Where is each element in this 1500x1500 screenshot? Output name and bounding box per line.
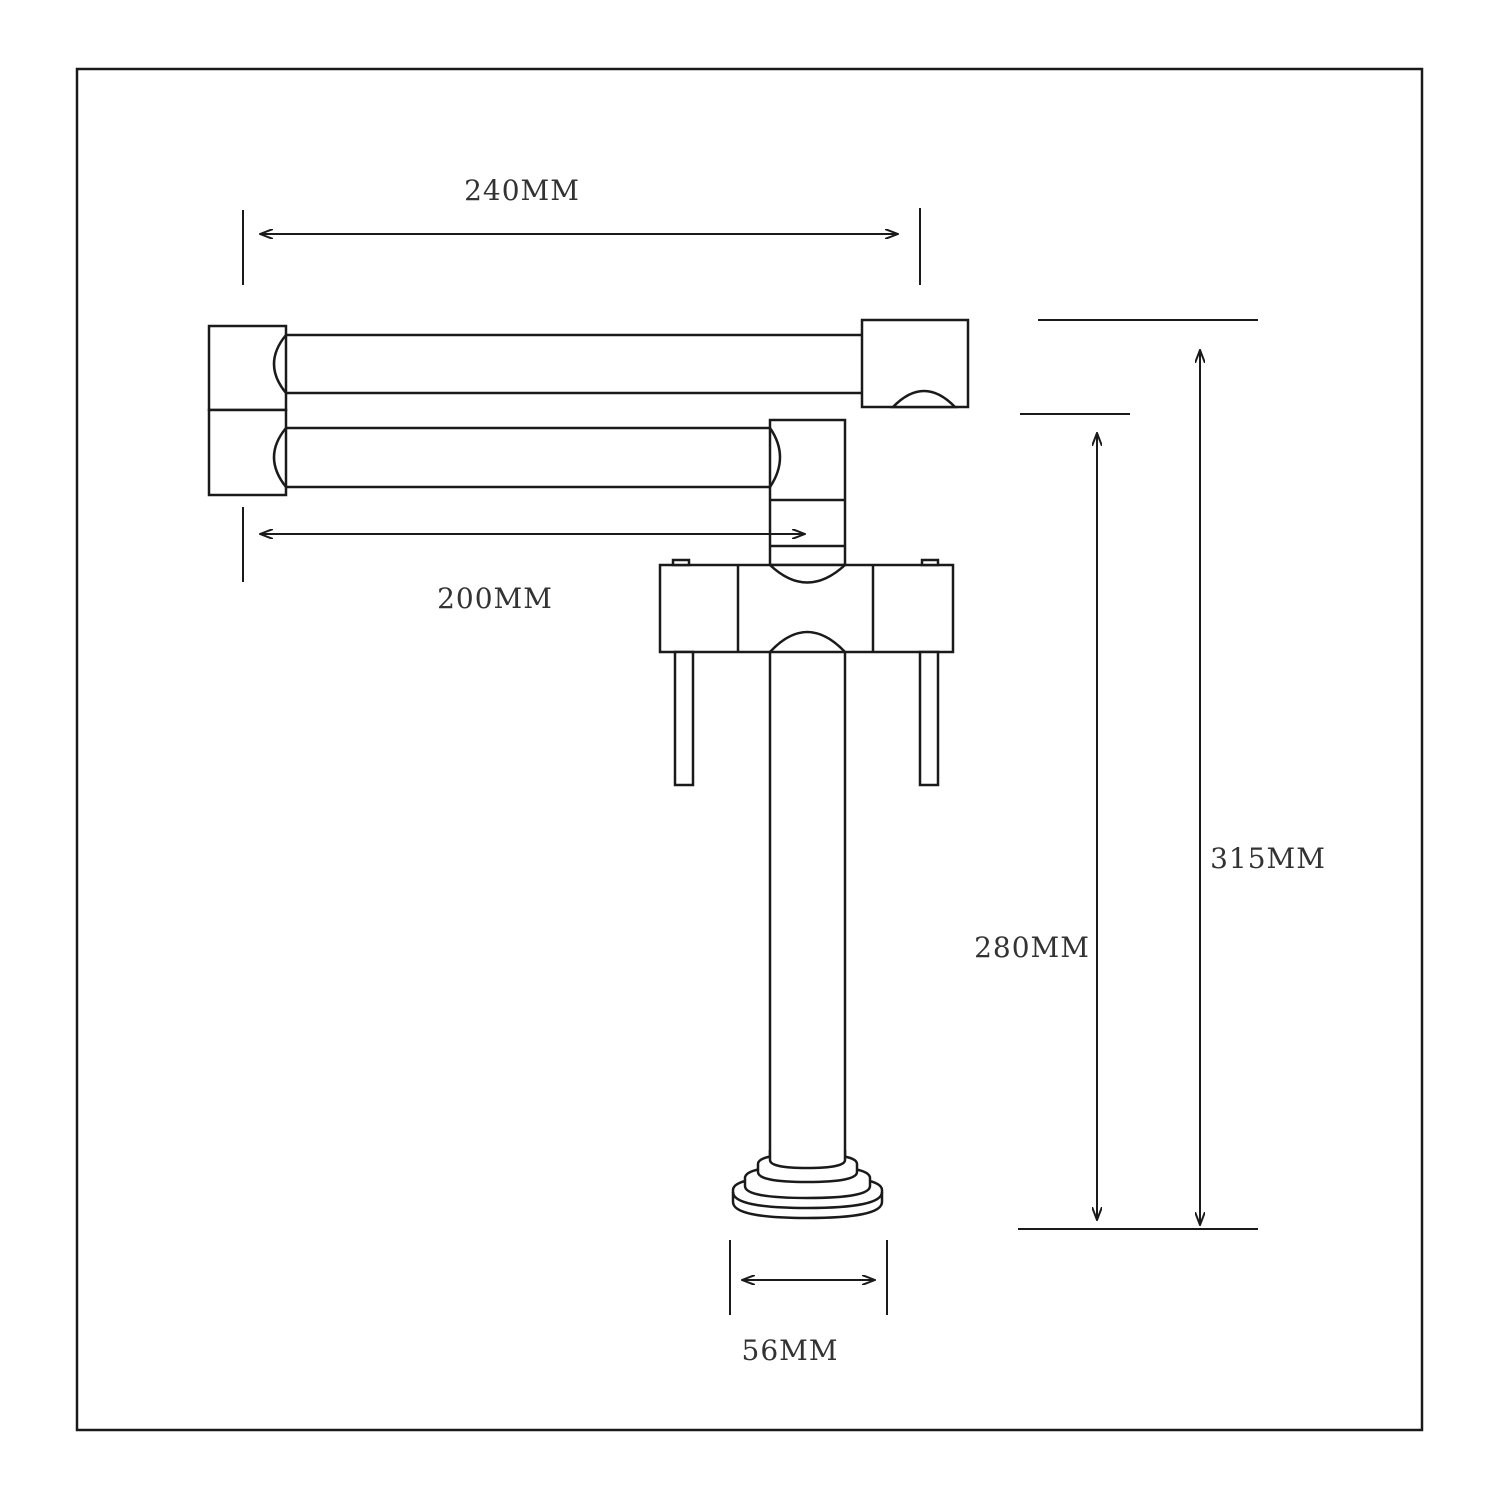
dimension-label-56: 56MM [742,1334,839,1367]
dimension-label-200: 200MM [437,582,553,615]
base [731,1150,884,1220]
lower-arm [286,418,847,567]
stem [768,652,847,1162]
elbow-joint [207,324,288,497]
handle-right [918,650,940,787]
dimension-280: 280MM [974,413,1130,1220]
handle-left [673,650,695,787]
dimension-200: 200MM [242,507,805,615]
dimension-label-315: 315MM [1210,842,1326,875]
dimension-label-280: 280MM [974,931,1090,964]
dimension-240: 240MM [242,174,921,285]
valve-body [658,558,955,654]
dimension-label-240: 240MM [464,174,580,207]
dimension-315: 315MM [1018,319,1326,1230]
upper-arm [272,318,970,409]
frame-border [75,67,1424,1432]
dimension-56: 56MM [729,1240,888,1367]
